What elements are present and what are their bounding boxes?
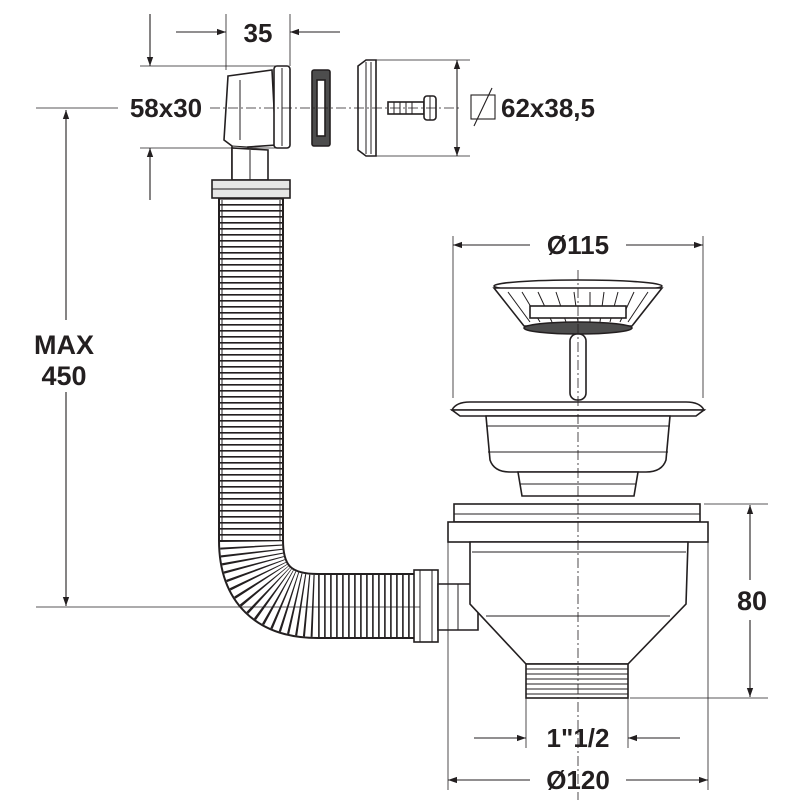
dim-overflow-plate: 62x38,5 — [376, 59, 595, 157]
body-nut — [453, 503, 701, 523]
dim-thread-size: 1"1/2 — [474, 698, 680, 753]
label-overflow-width: 35 — [244, 18, 273, 48]
label-basket-diameter: Ø115 — [547, 230, 609, 260]
hose-outlet-connector — [413, 569, 479, 643]
strainer-bowl — [485, 415, 671, 473]
waste-body — [447, 503, 709, 699]
dim-basket-diameter: Ø115 — [452, 230, 704, 398]
label-max-top: MAX — [34, 330, 94, 360]
dim-body-height: 80 — [630, 503, 768, 699]
dim-overflow-face: 58x30 — [36, 14, 276, 200]
overflow-hose — [218, 198, 418, 639]
dim-max-length: MAX 450 — [34, 110, 420, 608]
dim-overflow-width: 35 — [176, 14, 340, 70]
label-overflow-face: 58x30 — [130, 93, 202, 123]
sink-flange — [449, 401, 707, 497]
overflow-assembly — [210, 59, 460, 199]
body-outlet-thread — [525, 663, 629, 699]
label-body-height: 80 — [737, 586, 767, 616]
label-overflow-plate: 62x38,5 — [501, 93, 595, 123]
label-body-diameter: Ø120 — [546, 765, 610, 795]
label-thread-size: 1"1/2 — [547, 723, 610, 753]
dim-body-diameter: Ø120 — [447, 542, 709, 795]
label-max-bottom: 450 — [41, 361, 86, 391]
